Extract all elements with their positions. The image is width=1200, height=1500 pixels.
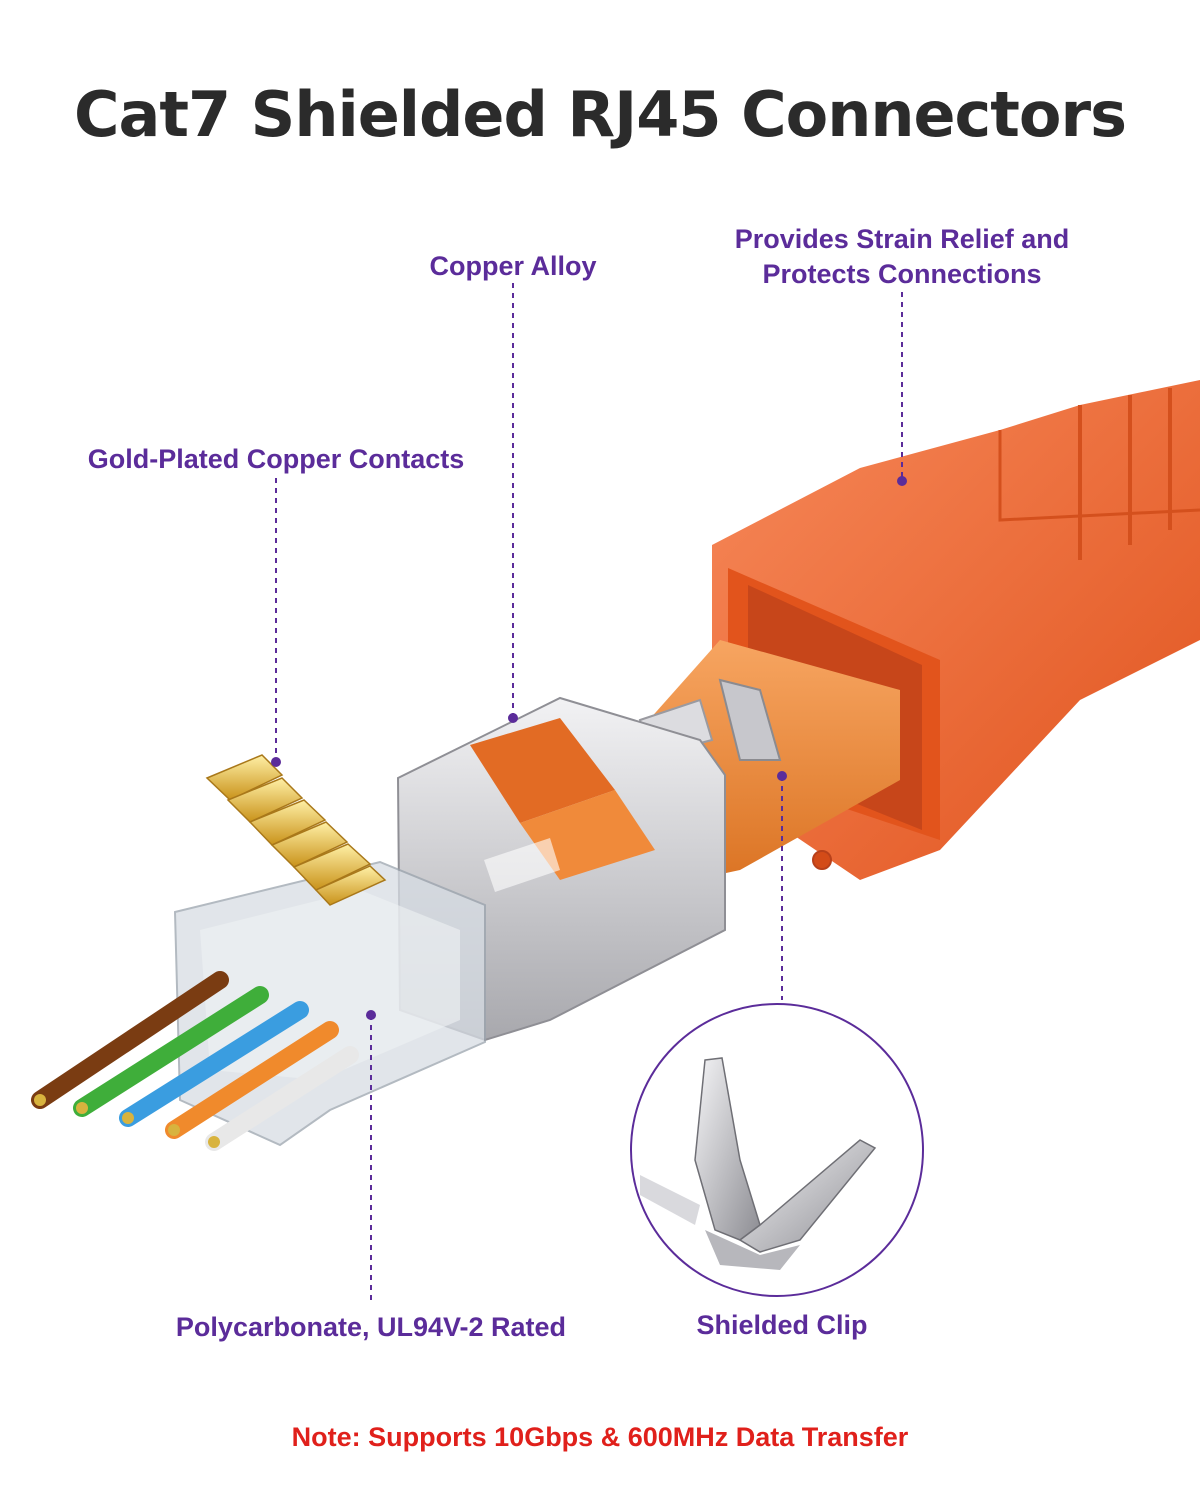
note-data-transfer: Note: Supports 10Gbps & 600MHz Data Tran…: [291, 1422, 909, 1452]
wire-bundle: [31, 971, 359, 1151]
callout-gold-contacts: Gold-Plated Copper Contacts: [87, 444, 465, 474]
leader-dots: [271, 476, 907, 1020]
callout-strain-relief-line1: Provides Strain Relief and: [734, 224, 1070, 254]
shielded-clip-detail: [630, 1003, 924, 1297]
callout-copper-alloy: Copper Alloy: [429, 251, 597, 281]
callout-polycarbonate: Polycarbonate, UL94V-2 Rated: [175, 1312, 567, 1342]
callout-strain-relief: Provides Strain Relief and Protects Conn…: [690, 222, 1114, 292]
page-title: Cat7 Shielded RJ45 Connectors: [73, 78, 1127, 151]
callout-strain-relief-line2: Protects Connections: [762, 259, 1042, 289]
leader-lines: [275, 283, 903, 1305]
callout-shielded-clip: Shielded Clip: [696, 1310, 868, 1340]
metal-shield-housing: [396, 696, 726, 1042]
gold-contacts: [205, 754, 387, 906]
